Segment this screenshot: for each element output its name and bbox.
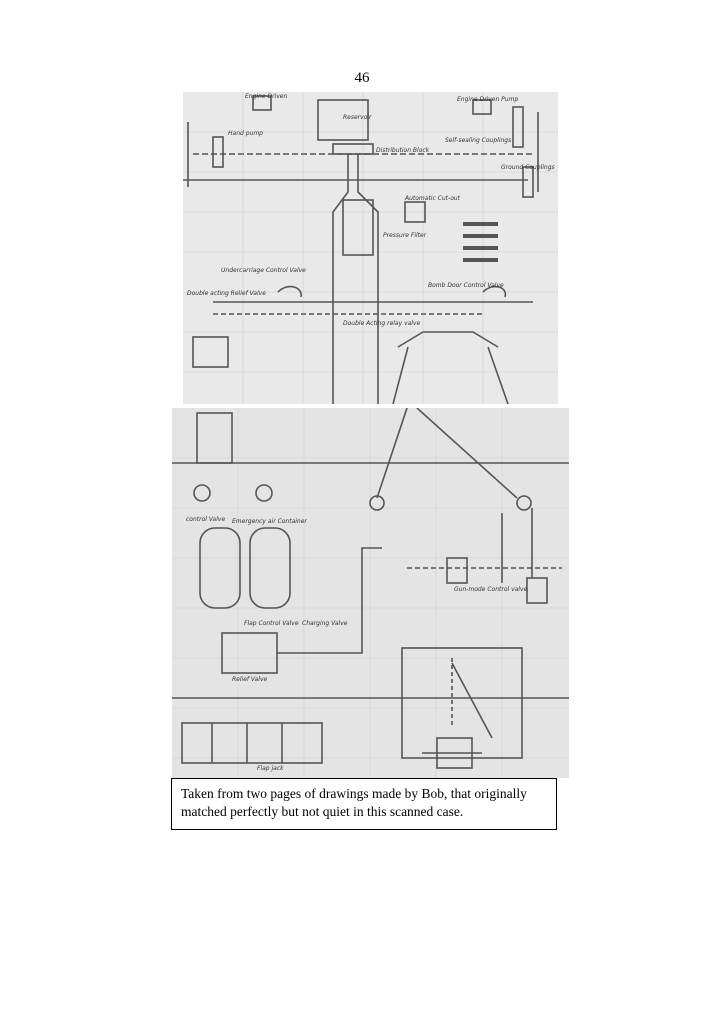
label-engine-driven-pump: Engine Driven [245,93,288,100]
label-gun-mode-control-valve: Gun-mode Control valve [454,586,528,593]
label-undercarriage-control-valve: Undercarriage Control Valve [221,267,306,274]
label-control-valve: control Valve [186,516,226,523]
label-distribution-block: Distribution Block [376,147,430,154]
label-pressure-filter: Pressure Filter [383,232,427,239]
label-double-acting-relief-valve: Double acting Relief Valve [187,290,266,297]
label-engine-driven-pump-right: Engine Driven Pump [457,96,519,103]
label-automatic-cut-out: Automatic Cut-out [405,195,461,202]
label-reservoir: Reservoir [343,114,372,121]
label-double-acting-relay-valve: Double Acting relay valve [343,320,421,327]
drawing-top-lines [183,92,558,404]
label-flap-jack: Flap jack [257,765,284,772]
hydraulic-drawing-top: Engine Driven Reservoir Hand pump Distri… [183,92,558,404]
label-flap-control-valve: Flap Control Valve [244,620,299,627]
page-number: 46 [354,70,370,86]
label-self-sealing-couplings: Self-sealing Couplings [445,137,512,144]
drawing-bottom-lines [172,408,569,778]
label-hand-pump: Hand pump [228,130,263,137]
label-bomb-door-control-valve: Bomb Door Control Valve [428,282,504,289]
label-charging-valve: Charging Valve [302,620,348,627]
label-ground-couplings: Ground Couplings [501,164,555,171]
label-emergency-air-container: Emergency air Container [232,518,307,525]
caption-text: Taken from two pages of drawings made by… [181,786,527,819]
caption-box: Taken from two pages of drawings made by… [171,778,557,830]
label-relief-valve: Relief Valve [232,676,268,683]
hydraulic-drawing-bottom: control Valve Emergency air Container Fl… [172,408,569,778]
